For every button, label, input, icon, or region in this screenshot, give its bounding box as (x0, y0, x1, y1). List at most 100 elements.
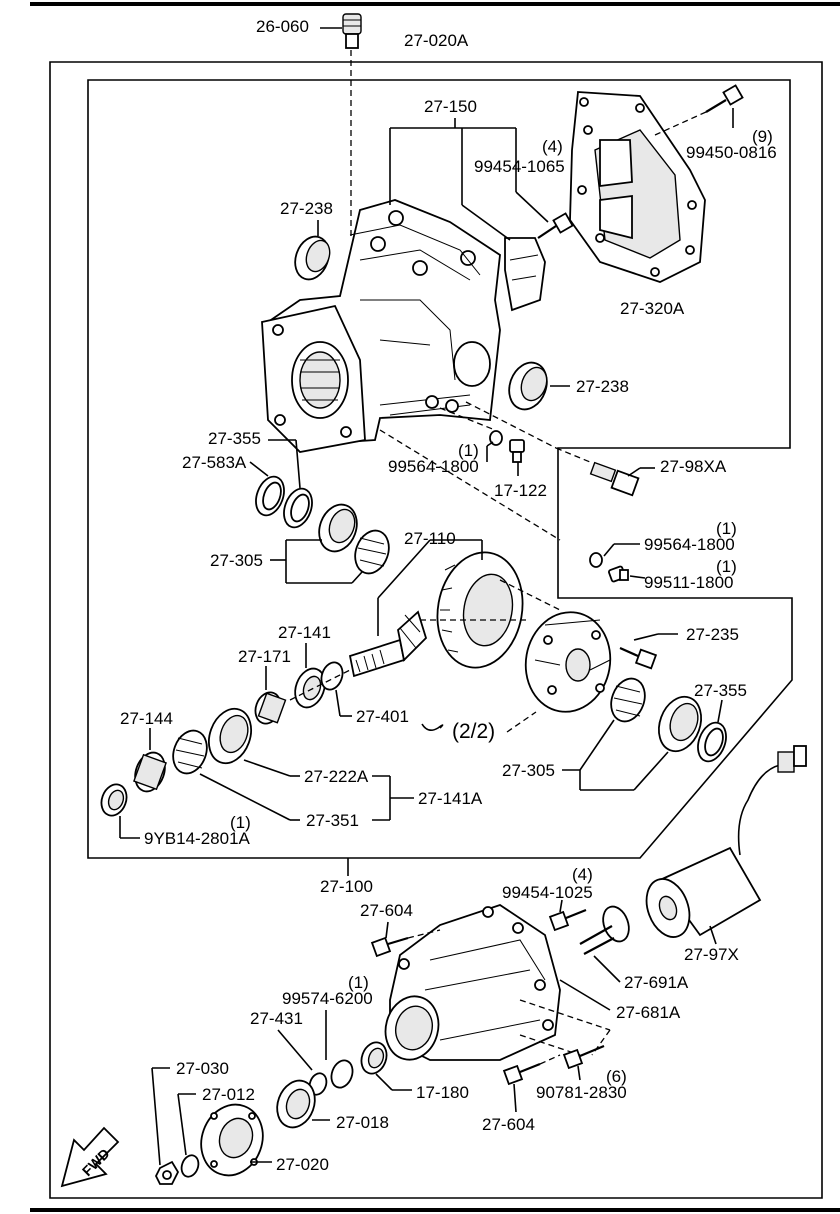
label-27-355-upper: 27-355 (208, 429, 261, 448)
label-27-171: 27-171 (238, 647, 291, 666)
label-27-98XA: 27-98XA (660, 457, 727, 476)
bolt-27-235 (619, 646, 658, 670)
label-qty-6: (6) (606, 1067, 627, 1086)
bearing-cone-27-351 (172, 729, 208, 775)
label-27-141: 27-141 (278, 623, 331, 642)
label-27-235: 27-235 (686, 625, 739, 644)
label-27-305-right: 27-305 (502, 761, 555, 780)
label-99454-1025: 99454-1025 (502, 883, 593, 902)
bolt-99454-1065 (537, 212, 574, 239)
label-17-180: 17-180 (416, 1083, 469, 1102)
sensor-27-98XA (589, 461, 640, 497)
label-qty-4b: (4) (572, 865, 593, 884)
spacer-27-171 (254, 691, 287, 725)
label-99511-1800: 99511-1800 (644, 573, 734, 592)
bearing-27-141 (294, 667, 326, 709)
shim-27-583A (255, 475, 285, 517)
collar-27-401 (320, 661, 344, 691)
label-qty-1e: (1) (348, 973, 369, 992)
washer-99564-1800-b (589, 552, 603, 568)
bolt-90781-2830 (562, 1044, 605, 1070)
label-99574-6200: 99574-6200 (282, 989, 373, 1008)
bearing-cup-27-222A (208, 707, 252, 765)
bolt-99454-1025 (548, 908, 587, 932)
label-26-060: 26-060 (256, 17, 309, 36)
label-27-222A: 27-222A (304, 767, 369, 786)
label-99450-0816: 99450-0816 (686, 143, 777, 162)
drive-pinion-27-110 (348, 610, 428, 678)
label-27-604-lower: 27-604 (482, 1115, 535, 1134)
label-90781-2830: 90781-2830 (536, 1083, 627, 1102)
companion-flange-27-020 (200, 1103, 264, 1177)
label-27-012: 27-012 (202, 1085, 255, 1104)
carrier-housing (261, 199, 501, 453)
bearing-cup-27-305-right (658, 695, 702, 753)
frame-27-020A (49, 61, 823, 1199)
label-99454-1065: 99454-1065 (474, 157, 565, 176)
label-27-431: 27-431 (250, 1009, 303, 1028)
label-27-681A: 27-681A (616, 1003, 681, 1022)
label-27-144: 27-144 (120, 709, 173, 728)
label-27-305-left: 27-305 (210, 551, 263, 570)
frame-27-100 (87, 79, 793, 859)
label-17-122: 17-122 (494, 481, 547, 500)
washer-99574-6200 (330, 1059, 354, 1089)
label-99564-1800-b: 99564-1800 (644, 535, 735, 554)
label-qty-1d: (1) (230, 813, 251, 832)
part-27-320A (569, 91, 706, 283)
label-27-691A: 27-691A (624, 973, 689, 992)
bolt-27-604-lower (502, 1062, 541, 1086)
label-27-150: 27-150 (424, 97, 477, 116)
oil-seal-27-238-left (294, 235, 331, 281)
label-page-2-of-2: (2/2) (452, 720, 495, 743)
label-qty-1b: (1) (716, 519, 737, 538)
label-27-320A: 27-320A (620, 299, 685, 318)
washer-27-012 (180, 1154, 200, 1178)
label-27-238-right: 27-238 (576, 377, 629, 396)
label-27-604-upper: 27-604 (360, 901, 413, 920)
label-27-141A: 27-141A (418, 789, 483, 808)
label-27-100: 27-100 (320, 877, 373, 896)
label-qty-9: (9) (752, 127, 773, 146)
washer-99564-1800-a (489, 430, 503, 446)
bearing-cone-27-305-right (610, 677, 646, 723)
oil-seal-17-180 (360, 1041, 388, 1075)
bolt-99450-0816 (705, 84, 744, 113)
label-27-238-left: 27-238 (280, 199, 333, 218)
label-qty-4a: (4) (542, 137, 563, 156)
label-99564-1800-a: 99564-1800 (388, 457, 479, 476)
shim-27-355-left (283, 487, 313, 529)
plug-99511-1800 (608, 565, 629, 583)
label-9YB14-2801A: 9YB14-2801A (144, 829, 251, 848)
spacer-27-144 (133, 751, 167, 793)
motor-27-97X (645, 745, 807, 938)
label-27-020A: 27-020A (404, 31, 469, 50)
label-27-110: 27-110 (404, 529, 456, 548)
oil-seal-9YB14-2801A (100, 783, 128, 817)
label-27-355-lower: 27-355 (694, 681, 747, 700)
shim-27-355-right (697, 721, 727, 763)
oil-seal-27-238-right (508, 361, 548, 411)
bearing-cup-27-305-left (318, 503, 358, 553)
plug-17-122 (509, 439, 525, 463)
label-qty-1c: (1) (716, 557, 737, 576)
housing-27-681A (384, 904, 561, 1061)
label-27-97X: 27-97X (684, 945, 739, 964)
shaft-27-691A (579, 905, 630, 955)
differential-case (524, 611, 612, 713)
part-26-060 (342, 13, 362, 49)
nut-27-030 (154, 1160, 180, 1185)
ring-gear-27-110 (436, 551, 524, 669)
label-27-401: 27-401 (356, 707, 409, 726)
bolt-27-604-upper (370, 936, 409, 958)
label-27-583A: 27-583A (182, 453, 247, 472)
part-27-150 (504, 237, 546, 312)
deflector-27-018 (276, 1079, 316, 1129)
label-27-030: 27-030 (176, 1059, 229, 1078)
label-qty-1a: (1) (458, 441, 479, 460)
label-27-020: 27-020 (276, 1155, 329, 1174)
forward-arrow-icon (60, 1126, 120, 1188)
bearing-cone-27-305-left (354, 529, 390, 575)
label-27-351: 27-351 (306, 811, 359, 830)
